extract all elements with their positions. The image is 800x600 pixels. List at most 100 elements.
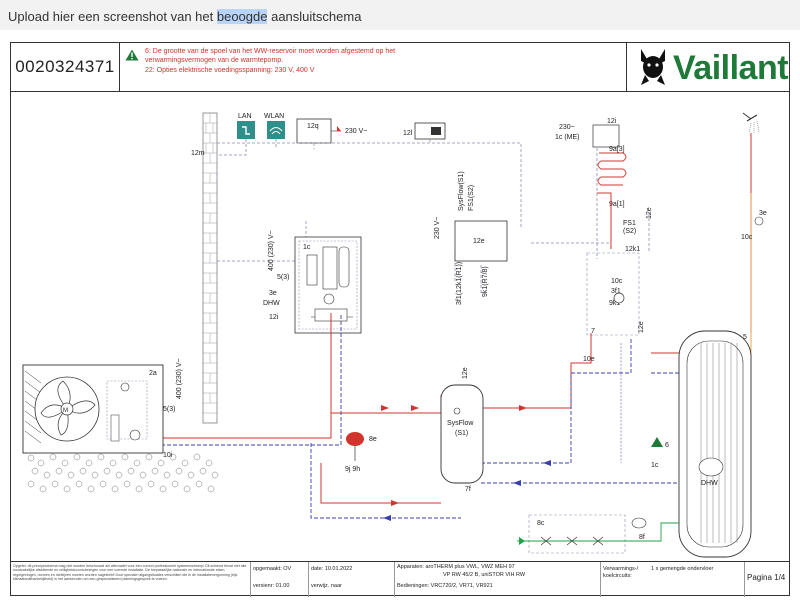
return-pipes [161,313,681,519]
disclaimer-cell: Opgelet: dit principeschema mag niet wor… [11,562,251,597]
label-3e-right: 3e [759,210,767,217]
lan-label: LAN [238,113,252,120]
label-400v-2: 400 (230) V~ [176,358,183,399]
label-s2: (S2) [623,228,636,235]
page-cell: Pagina 1/4 [745,562,789,597]
verwarmings-value: 1 x gemengde ondervloer [651,566,714,572]
date-label: date: [311,566,324,572]
label-fs1-s2: FS1(S2) [468,185,475,211]
label-12e-tank: 12e [462,367,469,379]
opgemaakt-cell: opgemaakt: OV versienr: 01.00 [251,562,309,597]
label-12e-right: 12e [646,207,653,219]
expansion-3e-right: 3e 10c [741,210,767,241]
title-block: Opgelet: dit principeschema mag niet wor… [11,561,789,597]
label-5-3-a: 5(3) [277,274,289,281]
label-12l-top: 12l [403,130,413,137]
label-12i-right: 12i [607,118,617,125]
shower-head-icon [742,112,760,134]
label-12k1: 12k1 [625,246,640,253]
component-12l: 12l [403,122,446,140]
label-9a-3: 9a[3] [609,146,625,153]
bedieningen-label: Bedieningen: [397,583,430,589]
label-1c-me: 1c (ME) [555,134,580,141]
underfloor-coil [597,152,627,186]
label-5-3-b: 5(3) [163,406,175,413]
label-8f: 8f [639,534,645,541]
label-9k1-r: 9k1 [609,300,620,307]
versienr-value: 01.00 [275,583,290,589]
warning-line-1: 6: De grootte van de spoel van het WW-re… [145,48,396,55]
opgemaakt-value: OV [283,566,292,572]
label-230v-me: 230~ [559,124,575,131]
label-sysflow: SysFlow [447,420,474,427]
date-value: 10.01.2022 [324,566,353,572]
label-2a: 2a [149,370,157,377]
label-6: 6 [665,442,669,449]
label-8c: 8c [537,520,545,527]
label-7: 7 [591,328,595,335]
ground-foundation [21,451,221,501]
label-s1: (S1) [455,430,468,437]
label-9a-1: 9a[1] [609,201,625,208]
disclaimer-text: Opgelet: dit principeschema mag niet wor… [13,564,247,582]
controller-12i-right: 12i 230~ 1c (ME) [555,118,620,148]
lan-module: LAN [237,113,255,139]
date-cell: date: 10.01.2022 verwijz. naar [309,562,395,597]
page-number: Pagina 1/4 [747,573,786,582]
warning-icon [125,49,139,61]
cold-water-group-8c: 8c 8f [517,514,679,554]
label-5-right: 5 [743,334,747,341]
label-3f1: 3f1(12k1(R1)) [456,262,463,305]
outer-wall [202,112,218,424]
opgemaakt-label: opgemaakt: [253,566,282,572]
label-sysflow-s1-top: SysFlow(S1) [458,171,465,211]
apparaten-value-2: VP RW 45/2 B, uniSTOR VIH RW [443,572,526,578]
apparaten-label: Apparaten: [397,564,424,570]
label-10e: 10e [583,356,595,363]
apparaten-cell: Apparaten: aroTHERM plus VWL, VWZ MEH 97… [395,562,601,597]
component-12q: 12q 230 V~ [296,118,367,144]
label-1c-tank: 1c [651,462,659,469]
warning-marker-6: 6 [651,437,669,449]
pump-9k1-icon [613,292,625,304]
signal-cables [216,133,650,293]
label-dhw-tank: DHW [701,480,718,487]
label-fs1: FS1 [623,220,636,227]
verwarmings-label: Verwarmings-/ koelcircuits: [603,566,639,579]
expansion-vessel-8e: 8e 9j 9h [345,432,377,473]
label-12e-r2: 12e [638,321,645,333]
mixer-group [586,252,640,336]
label-12q: 12q [307,123,319,130]
wlan-label: WLAN [264,113,284,120]
brand-logo: Vaillant [629,43,789,91]
brand-name: Vaillant [673,49,789,87]
buffer-tank-sysflow: SysFlow (S1) [440,384,484,484]
warning-box: 6: De grootte van de spoel van het WW-re… [121,43,627,91]
document-number: 0020324371 [11,43,120,91]
sheet-header: 0020324371 6: De grootte van de spoel va… [11,43,789,92]
label-10i: 10i [163,452,173,459]
control-unit: 1c [294,236,362,334]
apparaten-value-1: aroTHERM plus VWL, VWZ MEH 97 [425,564,515,570]
label-230v-2: 230 V~ [434,217,441,239]
flow-arrows [381,405,551,521]
schematic-sheet: 0020324371 6: De grootte van de spoel va… [10,42,790,597]
label-12e-mid: 12e [473,238,485,245]
label-3e-left: 3e [269,290,277,297]
warning-line-2: verwarmingsvermogen van de warmtepomp. [145,57,284,64]
bedieningen-value: VRC720/2, VR71, VR921 [430,583,493,589]
label-7f: 7f [465,486,471,493]
svg-text:M: M [63,408,68,414]
label-400v-1: 400 (230) V~ [268,230,275,271]
wlan-module: WLAN [264,113,285,139]
highlighted-word: beoogde [216,9,268,24]
upload-instruction-bar: Upload hier een screenshot van het beoog… [0,0,800,30]
label-3f1-r: 3f1 [611,288,621,295]
label-1c-ctrl: 1c [303,244,311,251]
label-12m: 12m [191,150,205,157]
circuits-cell: Verwarmings-/ koelcircuits: 1 x gemengde… [601,562,745,597]
dhw-storage-tank: DHW 5 [678,330,752,558]
hydraulic-electrical-diagram: LAN WLAN 12q 230 V~ 12l 12m [21,112,767,558]
heat-pump-outdoor-unit: M [22,364,164,454]
label-9k1: 9k1(R7/8) [482,266,489,297]
